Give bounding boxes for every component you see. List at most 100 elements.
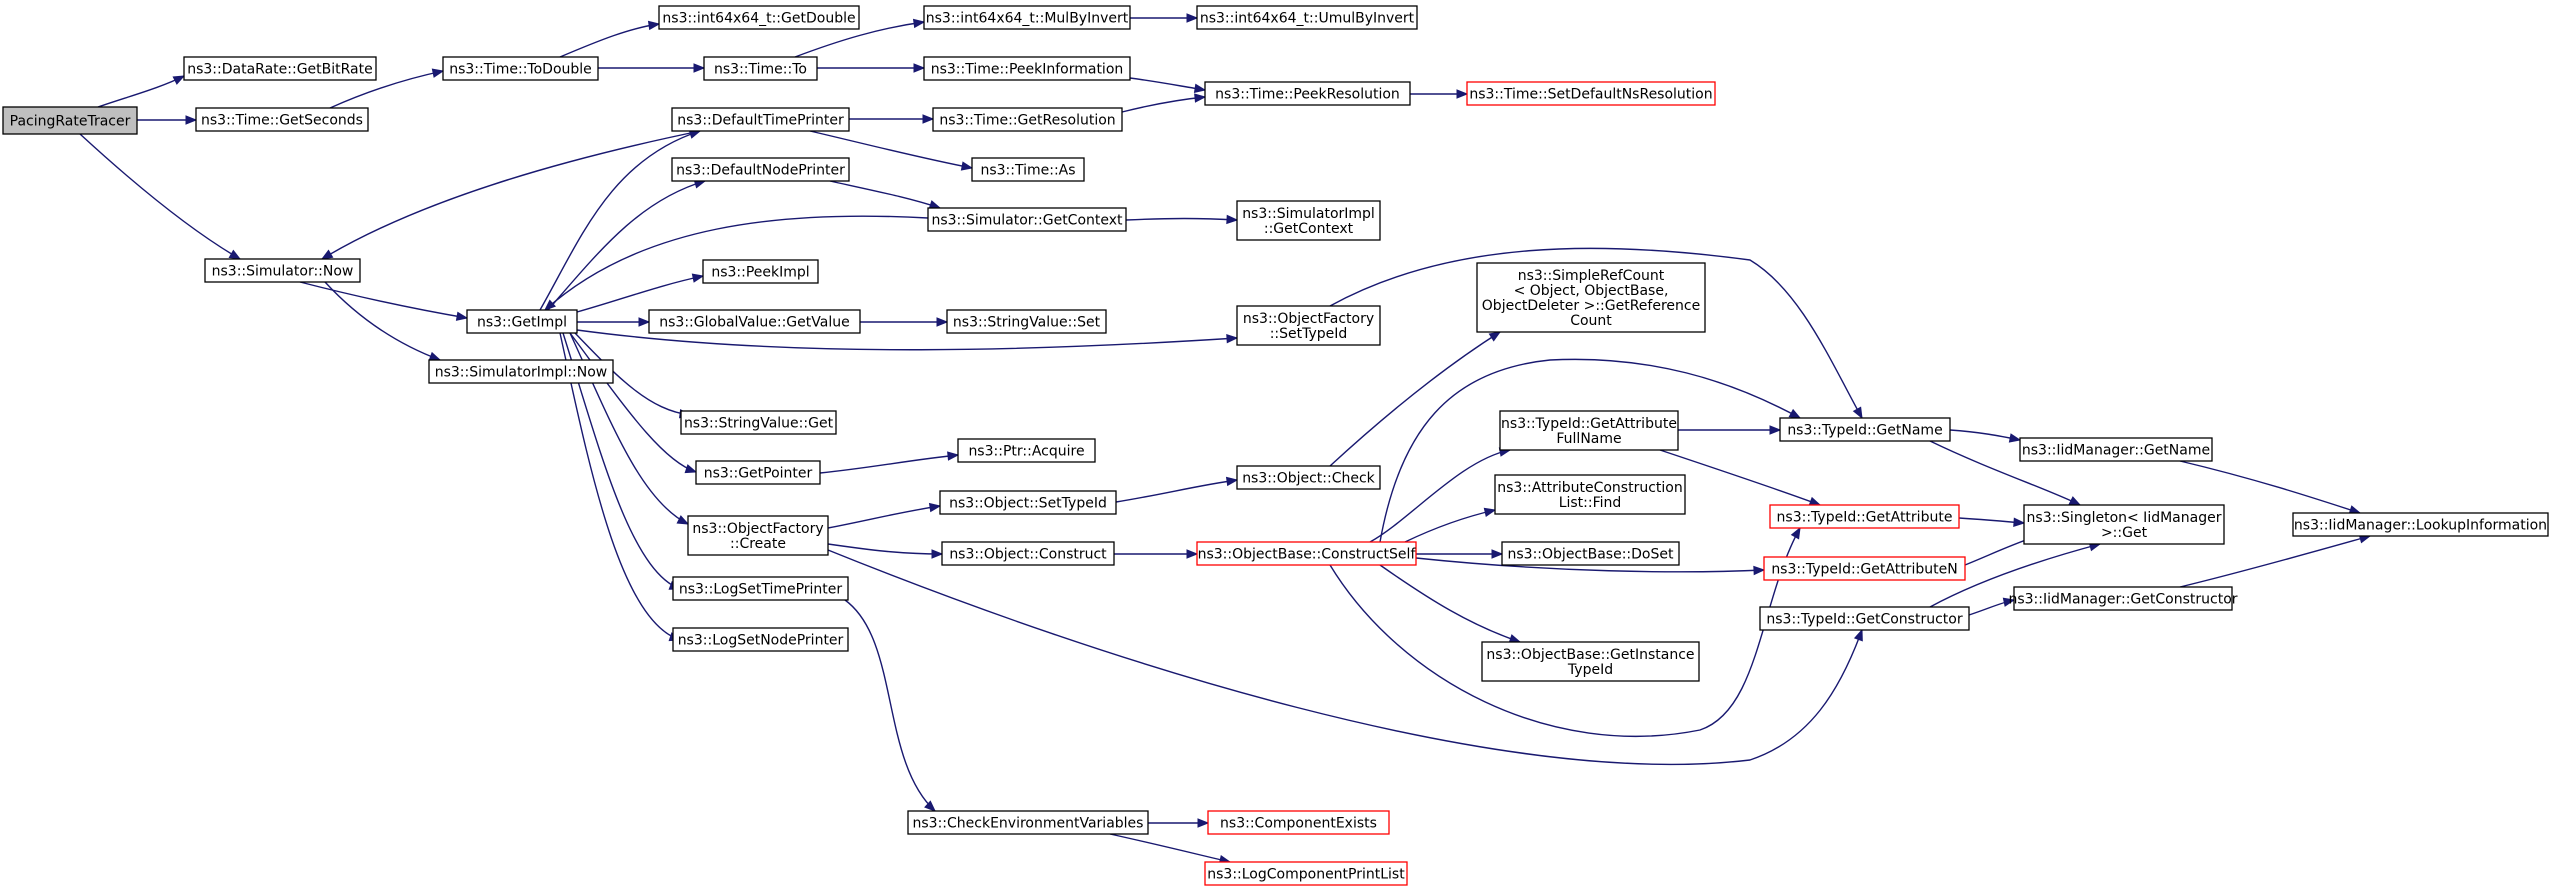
- edge-obj_construct-to-ob_constructself: [1114, 549, 1199, 559]
- node-ptr-acquire[interactable]: ns3::Ptr::Acquire: [957, 438, 1096, 463]
- node-label: ns3::Time::GetResolution: [939, 113, 1115, 129]
- node-iid-lookup[interactable]: ns3::IidManager::LookupInformation: [2292, 512, 2549, 537]
- node-box: [1196, 5, 1418, 30]
- node-box: [648, 309, 861, 334]
- edge-line: [1415, 557, 1765, 573]
- node-componentexists[interactable]: ns3::ComponentExists: [1207, 810, 1390, 835]
- node-box: [428, 359, 614, 384]
- arrowhead: [1186, 13, 1199, 23]
- node-peekinfo[interactable]: ns3::Time::PeekInformation: [923, 56, 1131, 81]
- node-typeid-getctor[interactable]: ns3::TypeId::GetConstructor: [1759, 606, 1970, 631]
- node-box: [2, 106, 138, 135]
- node-logsettimeprinter[interactable]: ns3::LogSetTimePrinter: [672, 576, 849, 601]
- node-typeid-getattrn[interactable]: ns3::TypeId::GetAttributeN: [1763, 556, 1966, 581]
- edge-line: [321, 130, 701, 260]
- node-peekimpl[interactable]: ns3::PeekImpl: [702, 259, 819, 284]
- function-nodes: PacingRateTracer ns3::DataRate::GetBitRat…: [2, 5, 2549, 886]
- node-gv-getvalue[interactable]: ns3::GlobalValue::GetValue: [648, 309, 861, 334]
- node-simplerefcount[interactable]: ns3::SimpleRefCount< Object, ObjectBase,…: [1476, 262, 1706, 333]
- edge-deftimeprinter-to-sim_now: [320, 130, 701, 260]
- arrowhead: [431, 68, 445, 78]
- node-sv-get[interactable]: ns3::StringValue::Get: [680, 410, 837, 435]
- node-time-as[interactable]: ns3::Time::As: [971, 157, 1085, 182]
- node-getimpl[interactable]: ns3::GetImpl: [466, 309, 578, 334]
- node-label: ::SetTypeId: [1270, 326, 1348, 342]
- node-of-create[interactable]: ns3::ObjectFactory::Create: [687, 515, 829, 556]
- edge-line: [1379, 564, 1521, 643]
- edge-sim_now-to-getimpl: [299, 281, 469, 321]
- edge-typeid_getattr-to-singleton_get: [1958, 517, 2026, 527]
- node-box: [1236, 200, 1381, 241]
- node-label: ns3::int64x64_t::UmulByInvert: [1200, 11, 1415, 27]
- node-setdefaultns[interactable]: ns3::Time::SetDefaultNsResolution: [1466, 81, 1716, 106]
- node-defnodeprinter[interactable]: ns3::DefaultNodePrinter: [671, 157, 850, 182]
- edge-of_create-to-obj_construct: [827, 543, 944, 559]
- node-label: ns3::TypeId::GetAttribute: [1777, 510, 1953, 526]
- edge-line: [1329, 247, 1863, 419]
- node-ob-doset[interactable]: ns3::ObjectBase::DoSet: [1501, 541, 1680, 566]
- node-getresolution[interactable]: ns3::Time::GetResolution: [932, 107, 1123, 132]
- node-obj-settypeid[interactable]: ns3::Object::SetTypeId: [939, 490, 1117, 515]
- edge-checkenv-to-logcompprintlist: [1109, 833, 1232, 865]
- node-label: TypeId: [1567, 662, 1613, 678]
- edge-getpointer-to-ptr_acquire: [819, 451, 960, 474]
- edge-line: [1379, 358, 1801, 543]
- node-peekres[interactable]: ns3::Time::PeekResolution: [1204, 81, 1411, 106]
- node-checkenv[interactable]: ns3::CheckEnvironmentVariables: [907, 810, 1149, 835]
- node-getdouble[interactable]: ns3::int64x64_t::GetDouble: [658, 5, 860, 30]
- edge-ob_constructself-to-ob_getinstancetypeid: [1379, 564, 1522, 644]
- node-label: ns3::ObjectBase::ConstructSelf: [1198, 547, 1417, 563]
- node-time-to[interactable]: ns3::Time::To: [703, 56, 818, 81]
- node-root[interactable]: PacingRateTracer: [2, 106, 138, 135]
- node-iid-getctor[interactable]: ns3::IidManager::GetConstructor: [2008, 586, 2238, 611]
- node-deftimeprinter[interactable]: ns3::DefaultTimePrinter: [671, 107, 850, 132]
- node-mulbyinvert[interactable]: ns3::int64x64_t::MulByInvert: [923, 5, 1131, 30]
- node-logsetnodeprinter[interactable]: ns3::LogSetNodePrinter: [672, 627, 849, 652]
- node-box: [941, 541, 1115, 566]
- node-label: ns3::PeekImpl: [711, 265, 809, 281]
- node-iid-getname[interactable]: ns3::IidManager::GetName: [2019, 437, 2213, 462]
- edge-line: [559, 332, 681, 641]
- node-label: ns3::Simulator::GetContext: [931, 213, 1123, 229]
- node-box: [672, 576, 849, 601]
- node-singleton-get[interactable]: ns3::Singleton< IidManager>::Get: [2023, 504, 2225, 545]
- node-simimpl-getcontext[interactable]: ns3::SimulatorImpl::GetContext: [1236, 200, 1381, 241]
- node-label: ns3::SimulatorImpl: [1242, 206, 1375, 222]
- node-obj-construct[interactable]: ns3::Object::Construct: [941, 541, 1115, 566]
- node-sim-getcontext[interactable]: ns3::Simulator::GetContext: [927, 207, 1127, 232]
- node-label: ns3::SimpleRefCount: [1518, 268, 1665, 284]
- edge-line: [1109, 833, 1231, 863]
- node-todouble[interactable]: ns3::Time::ToDouble: [442, 56, 599, 81]
- node-ob-constructself[interactable]: ns3::ObjectBase::ConstructSelf: [1196, 541, 1417, 566]
- node-getbitrate[interactable]: ns3::DataRate::GetBitRate: [183, 56, 377, 81]
- node-getseconds[interactable]: ns3::Time::GetSeconds: [195, 107, 369, 132]
- arrowhead: [924, 800, 936, 812]
- node-label: ns3::Time::To: [714, 62, 807, 78]
- node-sv-set[interactable]: ns3::StringValue::Set: [946, 309, 1107, 334]
- node-box: [204, 258, 361, 283]
- node-label: ns3::Ptr::Acquire: [968, 444, 1084, 460]
- edge-line: [827, 505, 941, 529]
- node-of-settypeid[interactable]: ns3::ObjectFactory::SetTypeId: [1236, 305, 1381, 346]
- node-typeid-getname[interactable]: ns3::TypeId::GetName: [1779, 417, 1951, 442]
- node-logcompprintlist[interactable]: ns3::LogComponentPrintList: [1204, 861, 1408, 886]
- node-box: [703, 56, 818, 81]
- edge-todouble-to-time_to: [598, 63, 706, 73]
- edge-line: [1404, 509, 1496, 543]
- edge-peekres-to-setdefaultns: [1410, 89, 1469, 99]
- node-umulbyinvert[interactable]: ns3::int64x64_t::UmulByInvert: [1196, 5, 1418, 30]
- arrowhead: [2008, 433, 2022, 443]
- node-label: ns3::DefaultNodePrinter: [676, 163, 845, 179]
- node-simimpl-now[interactable]: ns3::SimulatorImpl::Now: [428, 359, 614, 384]
- node-label: ns3::IidManager::GetConstructor: [2008, 592, 2237, 608]
- node-getpointer[interactable]: ns3::GetPointer: [695, 460, 821, 485]
- node-label: ns3::GetPointer: [704, 466, 813, 482]
- edge-line: [569, 332, 697, 473]
- node-obj-check[interactable]: ns3::Object::Check: [1236, 465, 1381, 490]
- node-label: ns3::GetImpl: [477, 315, 567, 331]
- node-typeid-getattr[interactable]: ns3::TypeId::GetAttribute: [1769, 504, 1960, 529]
- node-sim-now[interactable]: ns3::Simulator::Now: [204, 258, 361, 283]
